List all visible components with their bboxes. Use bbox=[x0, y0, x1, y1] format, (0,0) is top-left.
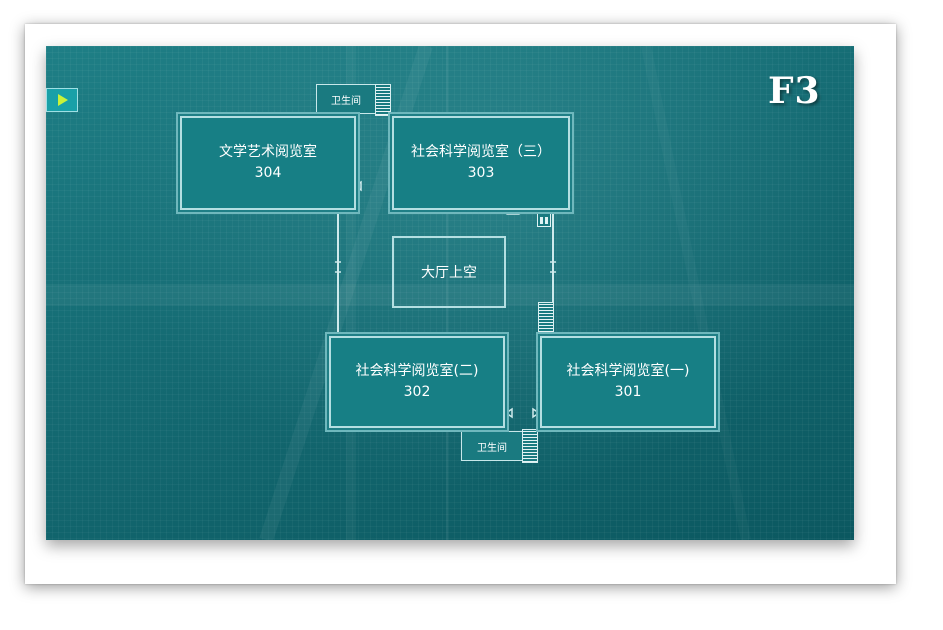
room-name: 社会科学阅览室(一) bbox=[566, 363, 690, 379]
play-button[interactable] bbox=[46, 88, 78, 112]
play-icon bbox=[58, 94, 68, 106]
room-302[interactable]: 社会科学阅览室(二) 302 bbox=[327, 334, 507, 430]
room-number: 302 bbox=[403, 384, 431, 400]
room-number: 303 bbox=[467, 165, 495, 181]
restroom-bottom: 卫生间 bbox=[461, 431, 523, 461]
restroom-top: 卫生间 bbox=[316, 84, 376, 114]
room-304[interactable]: 文学艺术阅览室 304 bbox=[178, 114, 358, 212]
room-name: 社会科学阅览室（三） bbox=[411, 144, 551, 160]
room-number: 304 bbox=[254, 165, 282, 181]
elevator-icon bbox=[537, 213, 551, 227]
room-name: 社会科学阅览室(二) bbox=[355, 363, 479, 379]
atrium-void: 大厅上空 bbox=[392, 236, 506, 308]
stairs-middle bbox=[538, 302, 554, 336]
stairs-bottom bbox=[522, 429, 538, 463]
room-303[interactable]: 社会科学阅览室（三） 303 bbox=[390, 114, 572, 212]
room-name: 文学艺术阅览室 bbox=[219, 144, 317, 160]
room-number: 301 bbox=[614, 384, 642, 400]
stairs-top bbox=[375, 84, 391, 116]
room-301[interactable]: 社会科学阅览室(一) 301 bbox=[538, 334, 718, 430]
floor-label: F3 bbox=[768, 70, 821, 112]
